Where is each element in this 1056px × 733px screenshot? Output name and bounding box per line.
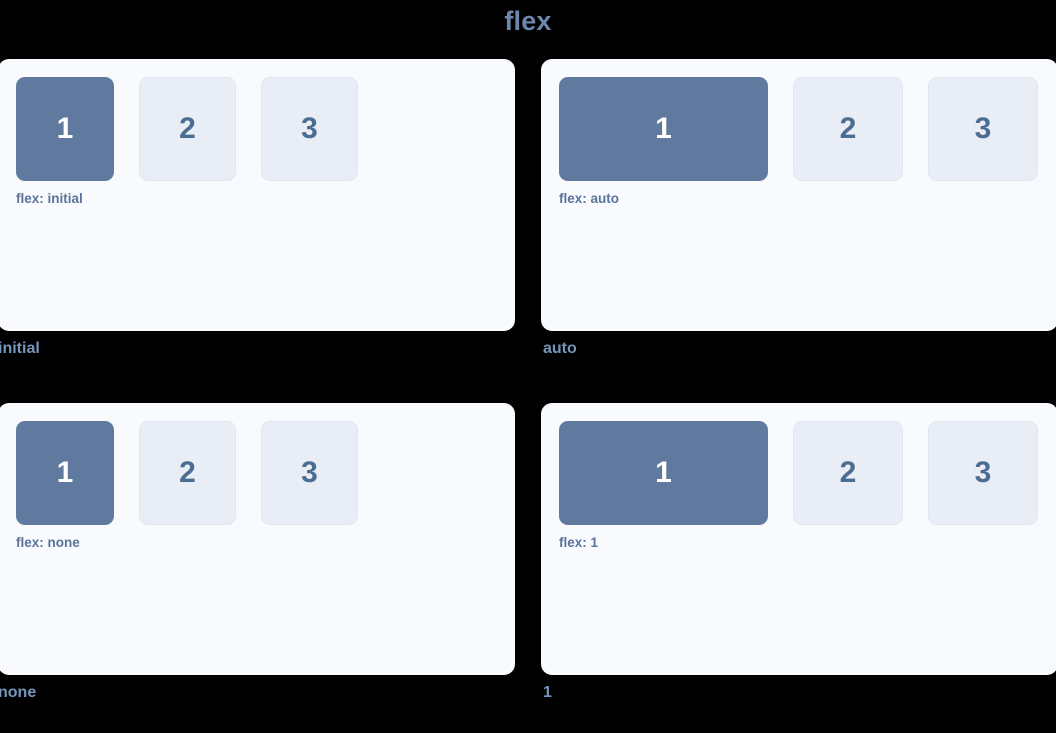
demo-cell-one: 1 2 3 flex: 1 1 bbox=[541, 403, 1056, 703]
flex-item-1[interactable]: 1 bbox=[559, 421, 768, 525]
flex-item-1[interactable]: 1 bbox=[559, 77, 768, 181]
demo-cell-initial: 1 2 3 flex: initial initial bbox=[0, 59, 515, 359]
flex-item-2[interactable]: 2 bbox=[793, 77, 903, 181]
flex-items-initial: 1 2 3 bbox=[16, 77, 495, 181]
demo-row-bottom: 1 2 3 flex: none none 1 2 3 flex: 1 bbox=[0, 403, 1056, 703]
flex-item-3[interactable]: 3 bbox=[261, 77, 358, 181]
demo-cell-auto: 1 2 3 flex: auto auto bbox=[541, 59, 1056, 359]
flex-items-none: 1 2 3 bbox=[16, 421, 495, 525]
demo-label-auto: auto bbox=[543, 340, 577, 357]
flex-item-1[interactable]: 1 bbox=[16, 77, 114, 181]
flex-container-initial: 1 2 3 flex: initial bbox=[0, 59, 515, 331]
flex-container-none: 1 2 3 flex: none bbox=[0, 403, 515, 675]
demo-label-none: none bbox=[0, 684, 37, 701]
flex-container-auto: 1 2 3 flex: auto bbox=[541, 59, 1056, 331]
demo-row-top: 1 2 3 flex: initial initial 1 2 3 flex: … bbox=[0, 59, 1056, 359]
flex-item-2[interactable]: 2 bbox=[139, 421, 236, 525]
demo-grid: 1 2 3 flex: initial initial 1 2 3 flex: … bbox=[0, 59, 1056, 703]
flex-item-1[interactable]: 1 bbox=[16, 421, 114, 525]
flex-item-2[interactable]: 2 bbox=[793, 421, 903, 525]
flex-items-auto: 1 2 3 bbox=[559, 77, 1038, 181]
flex-items-one: 1 2 3 bbox=[559, 421, 1038, 525]
demo-cell-none: 1 2 3 flex: none none bbox=[0, 403, 515, 703]
flex-item-2[interactable]: 2 bbox=[139, 77, 236, 181]
demo-label-one: 1 bbox=[543, 684, 552, 701]
flex-item-3[interactable]: 3 bbox=[261, 421, 358, 525]
flex-caption-initial: flex: initial bbox=[16, 191, 83, 206]
flex-caption-auto: flex: auto bbox=[559, 191, 620, 206]
page-title: flex bbox=[504, 6, 552, 36]
flex-item-3[interactable]: 3 bbox=[928, 421, 1038, 525]
flex-container-one: 1 2 3 flex: 1 bbox=[541, 403, 1056, 675]
flex-item-3[interactable]: 3 bbox=[928, 77, 1038, 181]
flex-caption-none: flex: none bbox=[16, 535, 80, 550]
flex-caption-one: flex: 1 bbox=[559, 535, 599, 550]
demo-label-initial: initial bbox=[0, 340, 40, 357]
